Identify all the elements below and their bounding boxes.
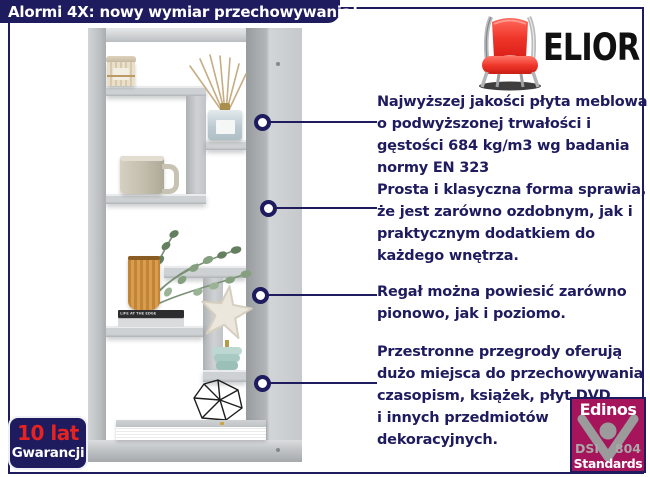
teal-jar-icon xyxy=(212,347,242,355)
candle-label xyxy=(113,68,129,80)
shelf-panel xyxy=(106,326,203,337)
callout-dot xyxy=(254,375,271,392)
callout-text-mounting: Regał można powiesić zarówno pionowo, ja… xyxy=(377,284,627,322)
wire-ornament-icon xyxy=(193,379,243,421)
red-chair-icon xyxy=(479,16,541,91)
mug-rim xyxy=(120,156,164,161)
callout-text-storage: Przestronne przegrody oferują dużo miejs… xyxy=(377,344,644,448)
shelf-panel xyxy=(206,140,246,150)
white-book-logo xyxy=(220,422,224,425)
brand-logo xyxy=(474,10,546,96)
callout-dot xyxy=(254,114,271,131)
book-spine: LIFE AT THE EDGE xyxy=(118,310,184,318)
teal-jar-layer xyxy=(216,361,238,370)
standards-right: 804 xyxy=(614,441,641,456)
warranty-label: Gwarancji xyxy=(11,445,85,461)
reed-diffuser-sticks-icon xyxy=(189,54,247,115)
shelf-panel xyxy=(106,194,206,204)
candle-rope xyxy=(107,75,135,77)
callout-line xyxy=(260,294,377,296)
mug-icon xyxy=(120,156,164,194)
reed-diffuser-cap xyxy=(220,103,230,111)
callout-dot xyxy=(260,200,277,217)
person-v-icon xyxy=(577,414,639,462)
callout-line xyxy=(262,121,377,123)
book-spine-text: LIFE AT THE EDGE xyxy=(120,311,157,317)
candle-jar-icon xyxy=(106,56,136,63)
white-book-cover xyxy=(116,420,266,427)
screw-hole-icon xyxy=(276,448,280,452)
standards-left: DSI xyxy=(575,441,600,456)
reed-diffuser-label xyxy=(216,120,235,134)
title-banner: Alormi 4X: nowy wymiar przechowywania! xyxy=(0,0,359,23)
callout-line xyxy=(268,207,377,209)
shelf-product-image: LIFE AT THE EDGE xyxy=(88,28,302,462)
standards-brand: Edinos xyxy=(579,400,637,419)
warranty-badge: 10 lat Gwarancji xyxy=(8,416,88,470)
page-title: Alormi 4X: nowy wymiar przechowywania! xyxy=(8,2,359,21)
starfish-stand xyxy=(225,340,229,349)
shelf-bottom-panel xyxy=(88,440,302,462)
mug-handle xyxy=(162,164,179,194)
callout-line xyxy=(262,382,377,384)
standards-bottom: Standards xyxy=(573,456,643,471)
warranty-years: 10 lat xyxy=(17,421,79,445)
shelf-right-wall xyxy=(246,28,302,462)
screw-hole-icon xyxy=(276,62,280,66)
shelf-panel xyxy=(106,86,206,96)
teal-jar-layer xyxy=(214,354,240,362)
callout-dot xyxy=(252,287,269,304)
standards-badge: Edinos DSI 804 Standards xyxy=(570,397,646,473)
shelf-panel xyxy=(203,370,246,382)
shelf-panel xyxy=(164,266,246,278)
book-spine-light xyxy=(118,318,184,327)
callout-text-form: Prosta i klasyczna forma sprawia, że jes… xyxy=(377,182,647,264)
callout-text-quality: Najwyższej jakości płyta meblowa o podwy… xyxy=(377,94,648,176)
brand-name: ELIOR xyxy=(543,26,640,69)
amber-vase-opening xyxy=(128,256,160,260)
shelf-left-wall xyxy=(88,28,106,462)
starfish-icon xyxy=(201,285,253,339)
divider-panel xyxy=(186,96,206,194)
amber-vase-icon xyxy=(128,256,160,310)
